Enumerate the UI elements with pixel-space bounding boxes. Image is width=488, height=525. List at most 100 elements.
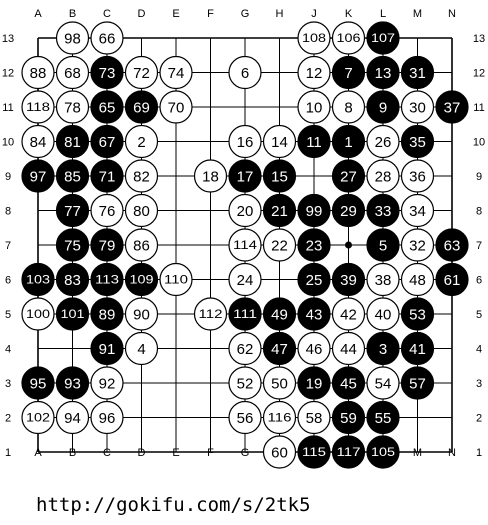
- white-stone: 40: [366, 297, 400, 331]
- column-label-f: F: [207, 8, 214, 20]
- move-number: 43: [306, 306, 323, 323]
- black-stone: 1: [331, 124, 366, 159]
- move-number: 97: [30, 168, 47, 185]
- black-stone: 79: [90, 228, 124, 262]
- white-stone: 6: [228, 55, 262, 90]
- white-stone: 48: [400, 262, 435, 297]
- move-number: 118: [26, 102, 50, 114]
- move-number: 109: [130, 275, 154, 287]
- move-number: 110: [164, 275, 188, 287]
- move-number: 10: [306, 99, 323, 116]
- move-number: 114: [233, 240, 258, 252]
- move-number: 85: [64, 168, 81, 185]
- black-stone: 97: [21, 159, 55, 193]
- row-label-11: 11: [473, 102, 484, 114]
- black-stone: 113: [90, 262, 124, 297]
- move-number: 22: [271, 237, 288, 254]
- row-label-12: 12: [2, 68, 14, 80]
- move-number: 18: [202, 168, 219, 185]
- move-number: 40: [375, 306, 392, 323]
- black-stone: 53: [400, 297, 435, 331]
- white-stone: 50: [262, 366, 297, 400]
- move-number: 107: [371, 33, 395, 45]
- black-stone: 11: [297, 124, 331, 159]
- move-number: 60: [271, 444, 288, 461]
- column-label-c: C: [103, 8, 111, 20]
- row-label-11: 11: [2, 102, 13, 114]
- move-number: 68: [64, 65, 81, 82]
- row-label-3: 3: [5, 378, 11, 390]
- white-stone: 8: [331, 90, 366, 124]
- white-stone: 114: [228, 228, 262, 262]
- move-number: 4: [137, 341, 145, 358]
- move-number: 9: [379, 99, 387, 116]
- move-number: 38: [375, 272, 392, 289]
- move-number: 74: [168, 65, 185, 82]
- white-stone: 78: [55, 90, 90, 124]
- column-label-c: C: [103, 447, 111, 459]
- white-stone: 28: [366, 159, 400, 193]
- move-number: 81: [64, 134, 81, 151]
- move-number: 92: [99, 375, 116, 392]
- row-label-13: 13: [2, 33, 14, 45]
- move-number: 117: [337, 447, 361, 459]
- white-stone: 26: [366, 124, 400, 159]
- black-stone: 35: [400, 124, 435, 159]
- move-number: 71: [99, 168, 116, 185]
- black-stone: 109: [124, 262, 159, 297]
- move-number: 32: [409, 237, 426, 254]
- move-number: 88: [30, 65, 47, 82]
- move-number: 33: [375, 203, 392, 220]
- move-number: 59: [340, 410, 357, 427]
- white-stone: 46: [297, 331, 331, 366]
- white-stone: 24: [228, 262, 262, 297]
- black-stone: 105: [366, 435, 400, 469]
- white-stone: 38: [366, 262, 400, 297]
- column-label-b: B: [69, 447, 76, 459]
- black-stone: 55: [366, 400, 400, 435]
- column-label-e: E: [172, 8, 179, 20]
- black-stone: 21: [262, 193, 297, 228]
- white-stone: 12: [297, 55, 331, 90]
- white-stone: 10: [297, 90, 331, 124]
- black-stone: 5: [366, 228, 400, 262]
- white-stone: 110: [159, 262, 193, 297]
- black-stone: 41: [400, 331, 435, 366]
- move-number: 84: [30, 134, 47, 151]
- black-stone: 85: [55, 159, 90, 193]
- move-number: 11: [306, 134, 322, 151]
- row-label-1: 1: [5, 447, 11, 459]
- row-label-4: 4: [476, 344, 482, 356]
- black-stone: 17: [228, 159, 262, 193]
- row-label-8: 8: [476, 206, 482, 218]
- move-number: 3: [379, 341, 387, 358]
- move-number: 25: [306, 272, 323, 289]
- move-number: 108: [302, 33, 326, 45]
- black-stone: 77: [55, 193, 90, 228]
- white-stone: 112: [193, 297, 228, 331]
- white-stone: 74: [159, 55, 193, 90]
- white-stone: 94: [55, 400, 90, 435]
- move-number: 1: [344, 134, 352, 151]
- black-stone: 9: [366, 90, 400, 124]
- row-label-13: 13: [473, 33, 485, 45]
- move-number: 2: [137, 134, 145, 151]
- move-number: 56: [237, 410, 254, 427]
- black-stone: 83: [55, 262, 90, 297]
- white-stone: 76: [90, 193, 124, 228]
- row-label-7: 7: [476, 240, 482, 252]
- move-number: 28: [375, 168, 392, 185]
- move-number: 63: [444, 237, 461, 254]
- column-label-e: E: [172, 447, 179, 459]
- source-url[interactable]: http://gokifu.com/s/2tk5: [36, 494, 311, 516]
- column-label-d: D: [138, 447, 146, 459]
- column-label-n: N: [448, 447, 456, 459]
- star-point: [345, 241, 352, 249]
- move-number: 14: [271, 134, 288, 151]
- move-number: 105: [371, 447, 395, 459]
- white-stone: 52: [228, 366, 262, 400]
- white-stone: 32: [400, 228, 435, 262]
- move-number: 73: [99, 65, 116, 82]
- move-number: 48: [409, 272, 426, 289]
